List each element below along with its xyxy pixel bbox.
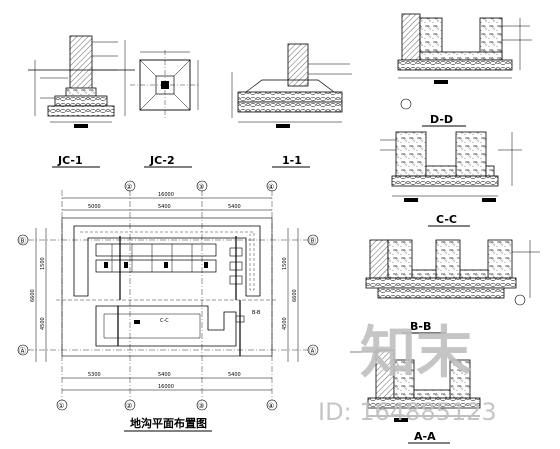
detail-b-b: B-B bbox=[365, 239, 540, 334]
axis-4-top: ④ bbox=[268, 183, 274, 191]
watermark: 知末 ID: 164885123 bbox=[318, 321, 497, 426]
plan-title: 地沟平面布置图 bbox=[130, 416, 207, 430]
dim-bottom-right: 5400 bbox=[228, 372, 241, 378]
axis-3-top: ③ bbox=[198, 183, 204, 191]
detail-1-1: 1-1 bbox=[231, 43, 352, 168]
axis-a-right: Ⓐ bbox=[309, 347, 316, 355]
axis-a-left: Ⓐ bbox=[19, 347, 26, 355]
dim-bottom-total: 16000 bbox=[158, 384, 174, 390]
section-mark-c-c: C-C bbox=[160, 318, 169, 324]
label-c-c: C-C bbox=[436, 213, 457, 226]
detail-jc1: JC-1 bbox=[28, 35, 135, 168]
axis-b-left: Ⓑ bbox=[19, 237, 26, 245]
dim-top-total: 16000 bbox=[158, 192, 174, 198]
dim-top-mid: 5400 bbox=[158, 204, 171, 210]
label-a-a: A-A bbox=[414, 430, 436, 443]
axis-1-bottom: ① bbox=[58, 402, 64, 410]
label-b-b: B-B bbox=[410, 320, 431, 333]
plan-view: ② ③ ④ ① ② ③ ④ Ⓑ Ⓐ Ⓑ Ⓐ 16000 5000 5400 54… bbox=[17, 180, 319, 432]
dim-left-top: 1500 bbox=[40, 257, 46, 270]
detail-a-a: A-A bbox=[350, 349, 481, 444]
axis-2-top: ② bbox=[126, 183, 132, 191]
dim-right-bottom: 4500 bbox=[282, 317, 288, 330]
label-jc2: JC-2 bbox=[149, 154, 175, 167]
dim-top-right: 5400 bbox=[228, 204, 241, 210]
axis-4-bottom: ④ bbox=[268, 402, 274, 410]
dim-left-bottom: 4500 bbox=[40, 317, 46, 330]
dim-bottom-left: 5300 bbox=[88, 372, 101, 378]
detail-c-c: C-C bbox=[380, 131, 522, 227]
detail-d-d: D-D bbox=[397, 13, 532, 127]
label-jc1: JC-1 bbox=[57, 154, 83, 167]
watermark-id: ID: 164885123 bbox=[318, 398, 497, 426]
dim-top-left: 5000 bbox=[88, 204, 101, 210]
label-d-d: D-D bbox=[430, 113, 453, 126]
dim-bottom-mid: 5400 bbox=[158, 372, 171, 378]
detail-jc2: JC-2 bbox=[130, 50, 200, 168]
dim-left-total: 6600 bbox=[30, 289, 36, 302]
dim-right-total: 6600 bbox=[292, 289, 298, 302]
label-1-1: 1-1 bbox=[282, 154, 302, 167]
dim-right-top: 1500 bbox=[282, 257, 288, 270]
watermark-logo: 知末 bbox=[360, 321, 472, 386]
axis-2-bottom: ② bbox=[126, 402, 132, 410]
axis-3-bottom: ③ bbox=[198, 402, 204, 410]
section-mark-b-b: B-B bbox=[252, 310, 261, 316]
axis-b-right: Ⓑ bbox=[309, 237, 316, 245]
